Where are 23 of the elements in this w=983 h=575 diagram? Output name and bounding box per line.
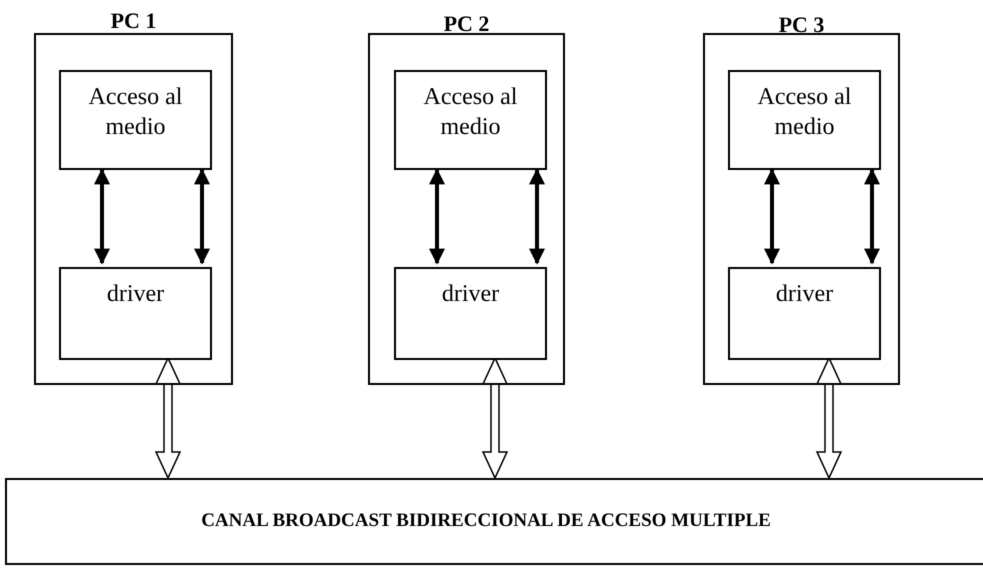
computer-title: PC 1 [110,7,158,35]
layer-box [728,267,881,360]
layer-box [59,267,212,360]
channel-bar [5,478,983,565]
layer-label: driver [106,280,166,309]
layer-label: Acceso al medio [756,83,852,142]
layer-box [728,70,881,170]
layer-label: driver [774,280,834,309]
layer-box [59,70,212,170]
double-arrow [194,168,210,265]
layer-label: driver [440,280,500,309]
double-arrow [529,168,545,265]
layer-box [394,70,547,170]
double-arrow [94,168,110,265]
layer-box [394,267,547,360]
double-arrow [429,168,445,265]
layer-label: Acceso al medio [88,83,184,142]
double-arrow [864,168,880,265]
double-arrow [764,168,780,265]
channel-label: CANAL BROADCAST BIDIRECCIONAL DE ACCESO MULTIPLE [201,509,771,534]
computer-title: PC 2 [442,10,490,38]
layer-label: Acceso al medio [422,83,518,142]
computer-title: PC 3 [778,11,826,39]
